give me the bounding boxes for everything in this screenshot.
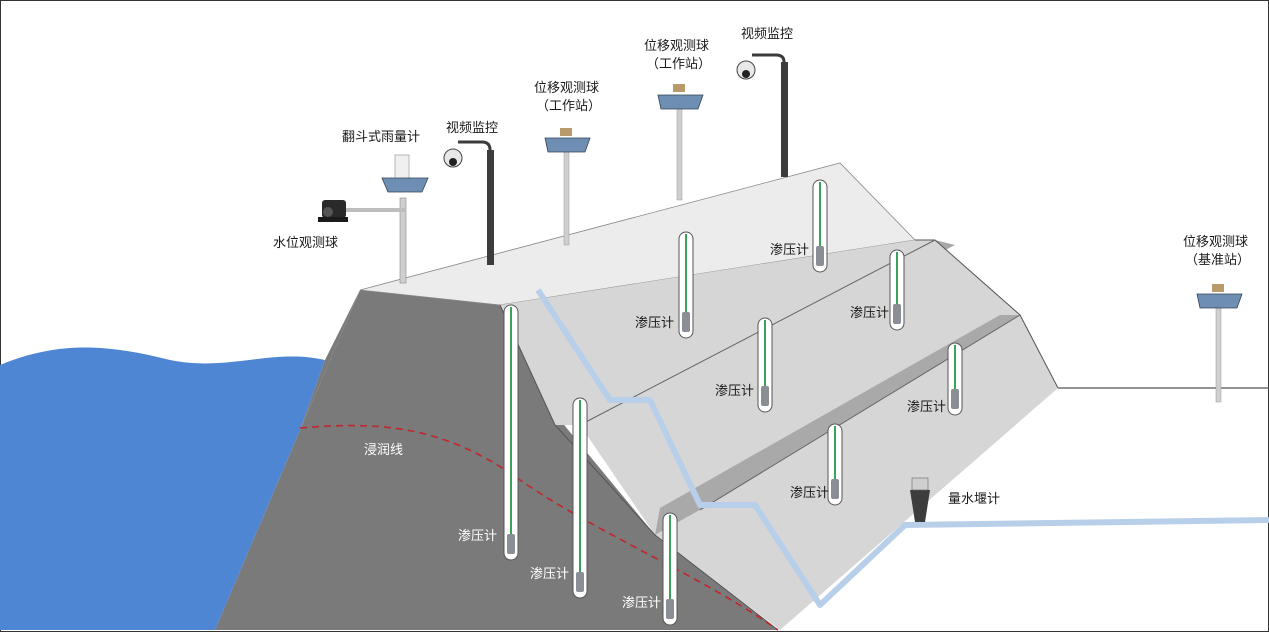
label-disp-work-1-line2: （工作站）	[536, 99, 601, 114]
label-piezometer: 渗压计	[790, 486, 829, 501]
video-monitor-1	[443, 140, 494, 265]
piezometer-sensor-icon	[576, 572, 584, 592]
label-rain-gauge: 翻斗式雨量计	[342, 130, 420, 145]
label-piezometer: 渗压计	[770, 243, 809, 258]
gnss-antenna-icon	[1212, 284, 1224, 292]
piezometer-sensor-icon	[893, 304, 901, 324]
label-piezometer: 渗压计	[622, 596, 661, 611]
displacement-station-2	[657, 84, 704, 201]
piezometer-tube	[662, 512, 678, 626]
solar-panel-icon	[1196, 293, 1243, 309]
label-seepage-line: 浸润线	[364, 443, 403, 458]
label-piezometer: 渗压计	[530, 567, 569, 582]
label-disp-work-2-line1: 位移观测球	[644, 39, 709, 54]
label-piezometer: 渗压计	[458, 529, 497, 544]
solar-panel-icon	[381, 177, 429, 193]
label-water-level-ball: 水位观测球	[273, 236, 338, 251]
dam-section-edge	[499, 304, 779, 631]
piezometer-tube	[678, 231, 694, 339]
piezometer-sensor-icon	[507, 534, 515, 554]
weir-gauge-icon	[910, 490, 930, 522]
gnss-antenna-icon	[673, 84, 685, 92]
piezometer-tube	[827, 423, 843, 506]
drainage-channel	[535, 288, 1269, 608]
seepage-line	[299, 424, 779, 631]
berm-2-line	[699, 314, 1021, 511]
video-monitor-2	[736, 53, 788, 177]
label-piezometer: 渗压计	[635, 316, 674, 331]
piezometer-sensor-icon	[682, 312, 690, 332]
piezometer-tube	[757, 317, 773, 413]
solar-panel-icon	[544, 137, 591, 153]
dam-right-edge	[915, 239, 1059, 389]
piezometer-sensor-icon	[816, 246, 824, 266]
piezometer-sensor-icon	[761, 386, 769, 406]
solar-panel-icon	[657, 94, 704, 110]
label-video-1: 视频监控	[446, 121, 498, 136]
dam-slope-tier-2	[580, 240, 1020, 535]
piezometer-sensor-icon	[951, 389, 959, 409]
reservoir-water	[0, 347, 325, 630]
gnss-antenna-icon	[560, 128, 572, 136]
water-level-camera-icon	[318, 200, 348, 222]
piezometer-sensor-icon	[666, 599, 674, 619]
dam-core-body	[215, 290, 778, 630]
weir-gauge	[910, 477, 930, 522]
piezometer-tube	[889, 249, 905, 331]
dam-upstream-edge	[300, 290, 360, 430]
dam-slope-tier-1	[500, 240, 935, 425]
piezometer-tube	[947, 342, 963, 416]
label-video-2: 视频监控	[741, 27, 793, 42]
displacement-station-1	[544, 128, 591, 246]
label-weir-gauge: 量水堰计	[948, 492, 1000, 507]
piezometer-tube	[572, 397, 588, 599]
label-piezometer: 渗压计	[850, 306, 889, 321]
rain-gauge-cylinder	[394, 154, 410, 181]
label-piezometer: 渗压计	[907, 400, 946, 415]
label-disp-base-line2: （基准站）	[1185, 253, 1250, 268]
label-disp-work-2-line2: （工作站）	[646, 57, 711, 72]
label-disp-base-line1: 位移观测球	[1183, 235, 1248, 250]
label-disp-work-1-line1: 位移观测球	[534, 81, 599, 96]
label-piezometer: 渗压计	[715, 384, 754, 399]
rain-gauge-station	[318, 154, 429, 284]
piezometer-sensor-icon	[831, 479, 839, 499]
piezometer-tube	[812, 179, 828, 273]
piezometer-tube	[503, 304, 519, 561]
displacement-base-station	[1196, 284, 1243, 403]
